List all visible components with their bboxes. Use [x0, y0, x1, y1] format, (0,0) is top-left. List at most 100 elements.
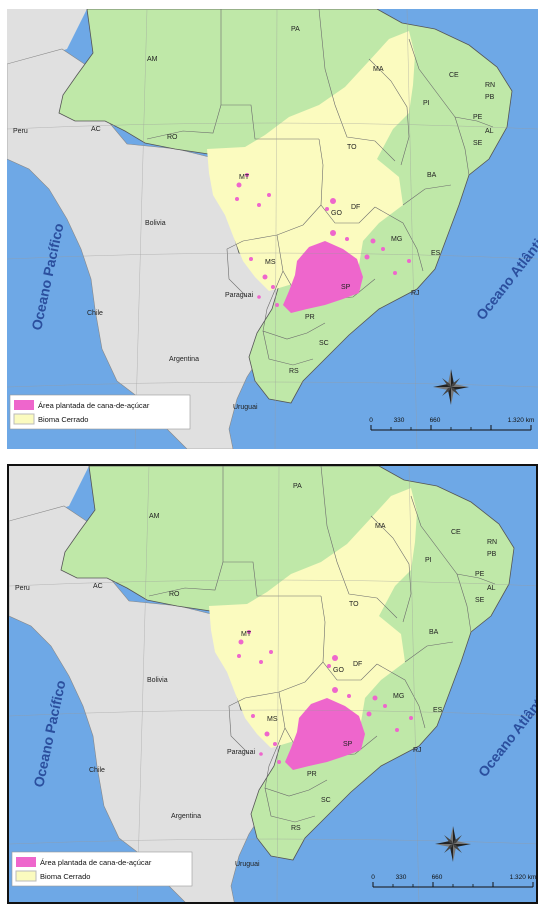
state-label-ms: MS — [267, 716, 278, 723]
state-label-es: ES — [433, 707, 443, 714]
legend-swatch-sugarcane — [16, 857, 36, 867]
state-label-rs: RS — [291, 825, 301, 832]
state-label-mg: MG — [393, 693, 404, 700]
graticule-lines — [9, 466, 536, 902]
state-label-rn: RN — [487, 539, 497, 546]
state-label-to: TO — [349, 601, 359, 608]
state-label-mt: MT — [239, 174, 250, 181]
state-label-ro: RO — [169, 591, 180, 598]
state-label-al: AL — [487, 585, 496, 592]
compass-rose-icon — [435, 826, 471, 862]
country-label-bolivia: Bolivia — [147, 677, 168, 684]
state-label-rj: RJ — [413, 747, 422, 754]
south-america-landmass — [9, 466, 536, 526]
country-label-argentina: Argentina — [169, 356, 199, 363]
state-label-ba: BA — [427, 172, 437, 179]
state-label-ba: BA — [429, 629, 439, 636]
state-label-ro: RO — [167, 134, 178, 141]
state-label-rs: RS — [289, 368, 299, 375]
country-label-paraguai: Paraguai — [225, 292, 253, 299]
legend-label-cerrado: Bioma Cerrado — [38, 415, 88, 424]
scale-bar: 0 330 660 1.320 km — [369, 417, 535, 431]
state-label-go: GO — [331, 210, 342, 217]
state-borders — [146, 9, 494, 366]
state-label-mt: MT — [241, 631, 252, 638]
neighbor-countries — [9, 505, 285, 902]
state-borders — [148, 466, 496, 823]
state-label-df: DF — [353, 661, 362, 668]
scale-bar: 0 330 660 1.320 km — [371, 874, 537, 888]
legend-swatch-sugarcane — [14, 400, 34, 410]
south-america-landmass — [7, 9, 538, 69]
scale-tick-0: 0 — [371, 874, 375, 881]
legend-label-sugarcane: Área plantada de cana-de-açúcar — [40, 858, 152, 867]
legend-label-sugarcane: Área plantada de cana-de-açúcar — [38, 401, 150, 410]
state-label-pr: PR — [307, 771, 317, 778]
state-label-am: AM — [149, 513, 160, 520]
state-label-pa: PA — [291, 26, 300, 33]
state-label-mg: MG — [391, 236, 402, 243]
state-label-ma: MA — [373, 66, 384, 73]
state-label-am: AM — [147, 56, 158, 63]
state-label-sp: SP — [341, 284, 351, 291]
scale-tick-2: 660 — [430, 417, 441, 424]
scale-tick-3: 1.320 km — [510, 874, 537, 881]
cerrado-biome — [209, 488, 417, 748]
legend-swatch-cerrado — [15, 870, 37, 882]
graticule-lines — [7, 9, 538, 449]
scale-tick-1: 330 — [396, 874, 407, 881]
state-label-pr: PR — [305, 314, 315, 321]
scale-tick-3: 1.320 km — [508, 417, 535, 424]
country-label-chile: Chile — [87, 310, 103, 317]
scale-tick-2: 660 — [432, 874, 443, 881]
state-label-ms: MS — [265, 259, 276, 266]
country-label-bolivia: Bolivia — [145, 220, 166, 227]
legend-swatch-cerrado — [13, 413, 35, 425]
state-label-ma: MA — [375, 523, 386, 530]
sugarcane-areas — [237, 630, 413, 770]
state-label-es: ES — [431, 250, 441, 257]
state-label-pb: PB — [485, 94, 495, 101]
state-label-se: SE — [475, 597, 485, 604]
country-label-uruguai: Uruguai — [235, 861, 260, 868]
state-label-ac: AC — [93, 583, 103, 590]
state-label-sc: SC — [319, 340, 329, 347]
compass-rose-icon — [433, 369, 469, 405]
state-label-pe: PE — [473, 114, 483, 121]
scale-tick-0: 0 — [369, 417, 373, 424]
state-label-pi: PI — [423, 100, 430, 107]
state-label-pi: PI — [425, 557, 432, 564]
state-label-go: GO — [333, 667, 344, 674]
state-label-pa: PA — [293, 483, 302, 490]
country-label-uruguai: Uruguai — [233, 404, 258, 411]
state-label-to: TO — [347, 144, 357, 151]
country-label-argentina: Argentina — [171, 813, 201, 820]
cerrado-biome — [207, 31, 415, 291]
state-label-se: SE — [473, 140, 483, 147]
state-label-al: AL — [485, 128, 494, 135]
state-label-sc: SC — [321, 797, 331, 804]
state-labels: AMPAMACERNPBPIPEALSEACROTOBAMTGODFMGESMS… — [93, 483, 497, 832]
map-legend: Área plantada de cana-de-açúcar Bioma Ce… — [11, 851, 193, 887]
country-label-paraguai: Paraguai — [227, 749, 255, 756]
state-label-pe: PE — [475, 571, 485, 578]
state-label-ce: CE — [449, 72, 459, 79]
state-label-ac: AC — [91, 126, 101, 133]
country-label-peru: Peru — [15, 585, 30, 592]
state-label-sp: SP — [343, 741, 353, 748]
map-svg: AMPAMACERNPBPIPEALSEACROTOBAMTGODFMGESMS… — [9, 466, 537, 902]
map-legend: Área plantada de cana-de-açúcar Bioma Ce… — [9, 394, 191, 430]
country-label-peru: Peru — [13, 128, 28, 135]
scale-tick-1: 330 — [394, 417, 405, 424]
country-label-chile: Chile — [89, 767, 105, 774]
state-label-rj: RJ — [411, 290, 420, 297]
state-label-df: DF — [351, 204, 360, 211]
neighbor-countries — [7, 48, 283, 449]
state-label-rn: RN — [485, 82, 495, 89]
